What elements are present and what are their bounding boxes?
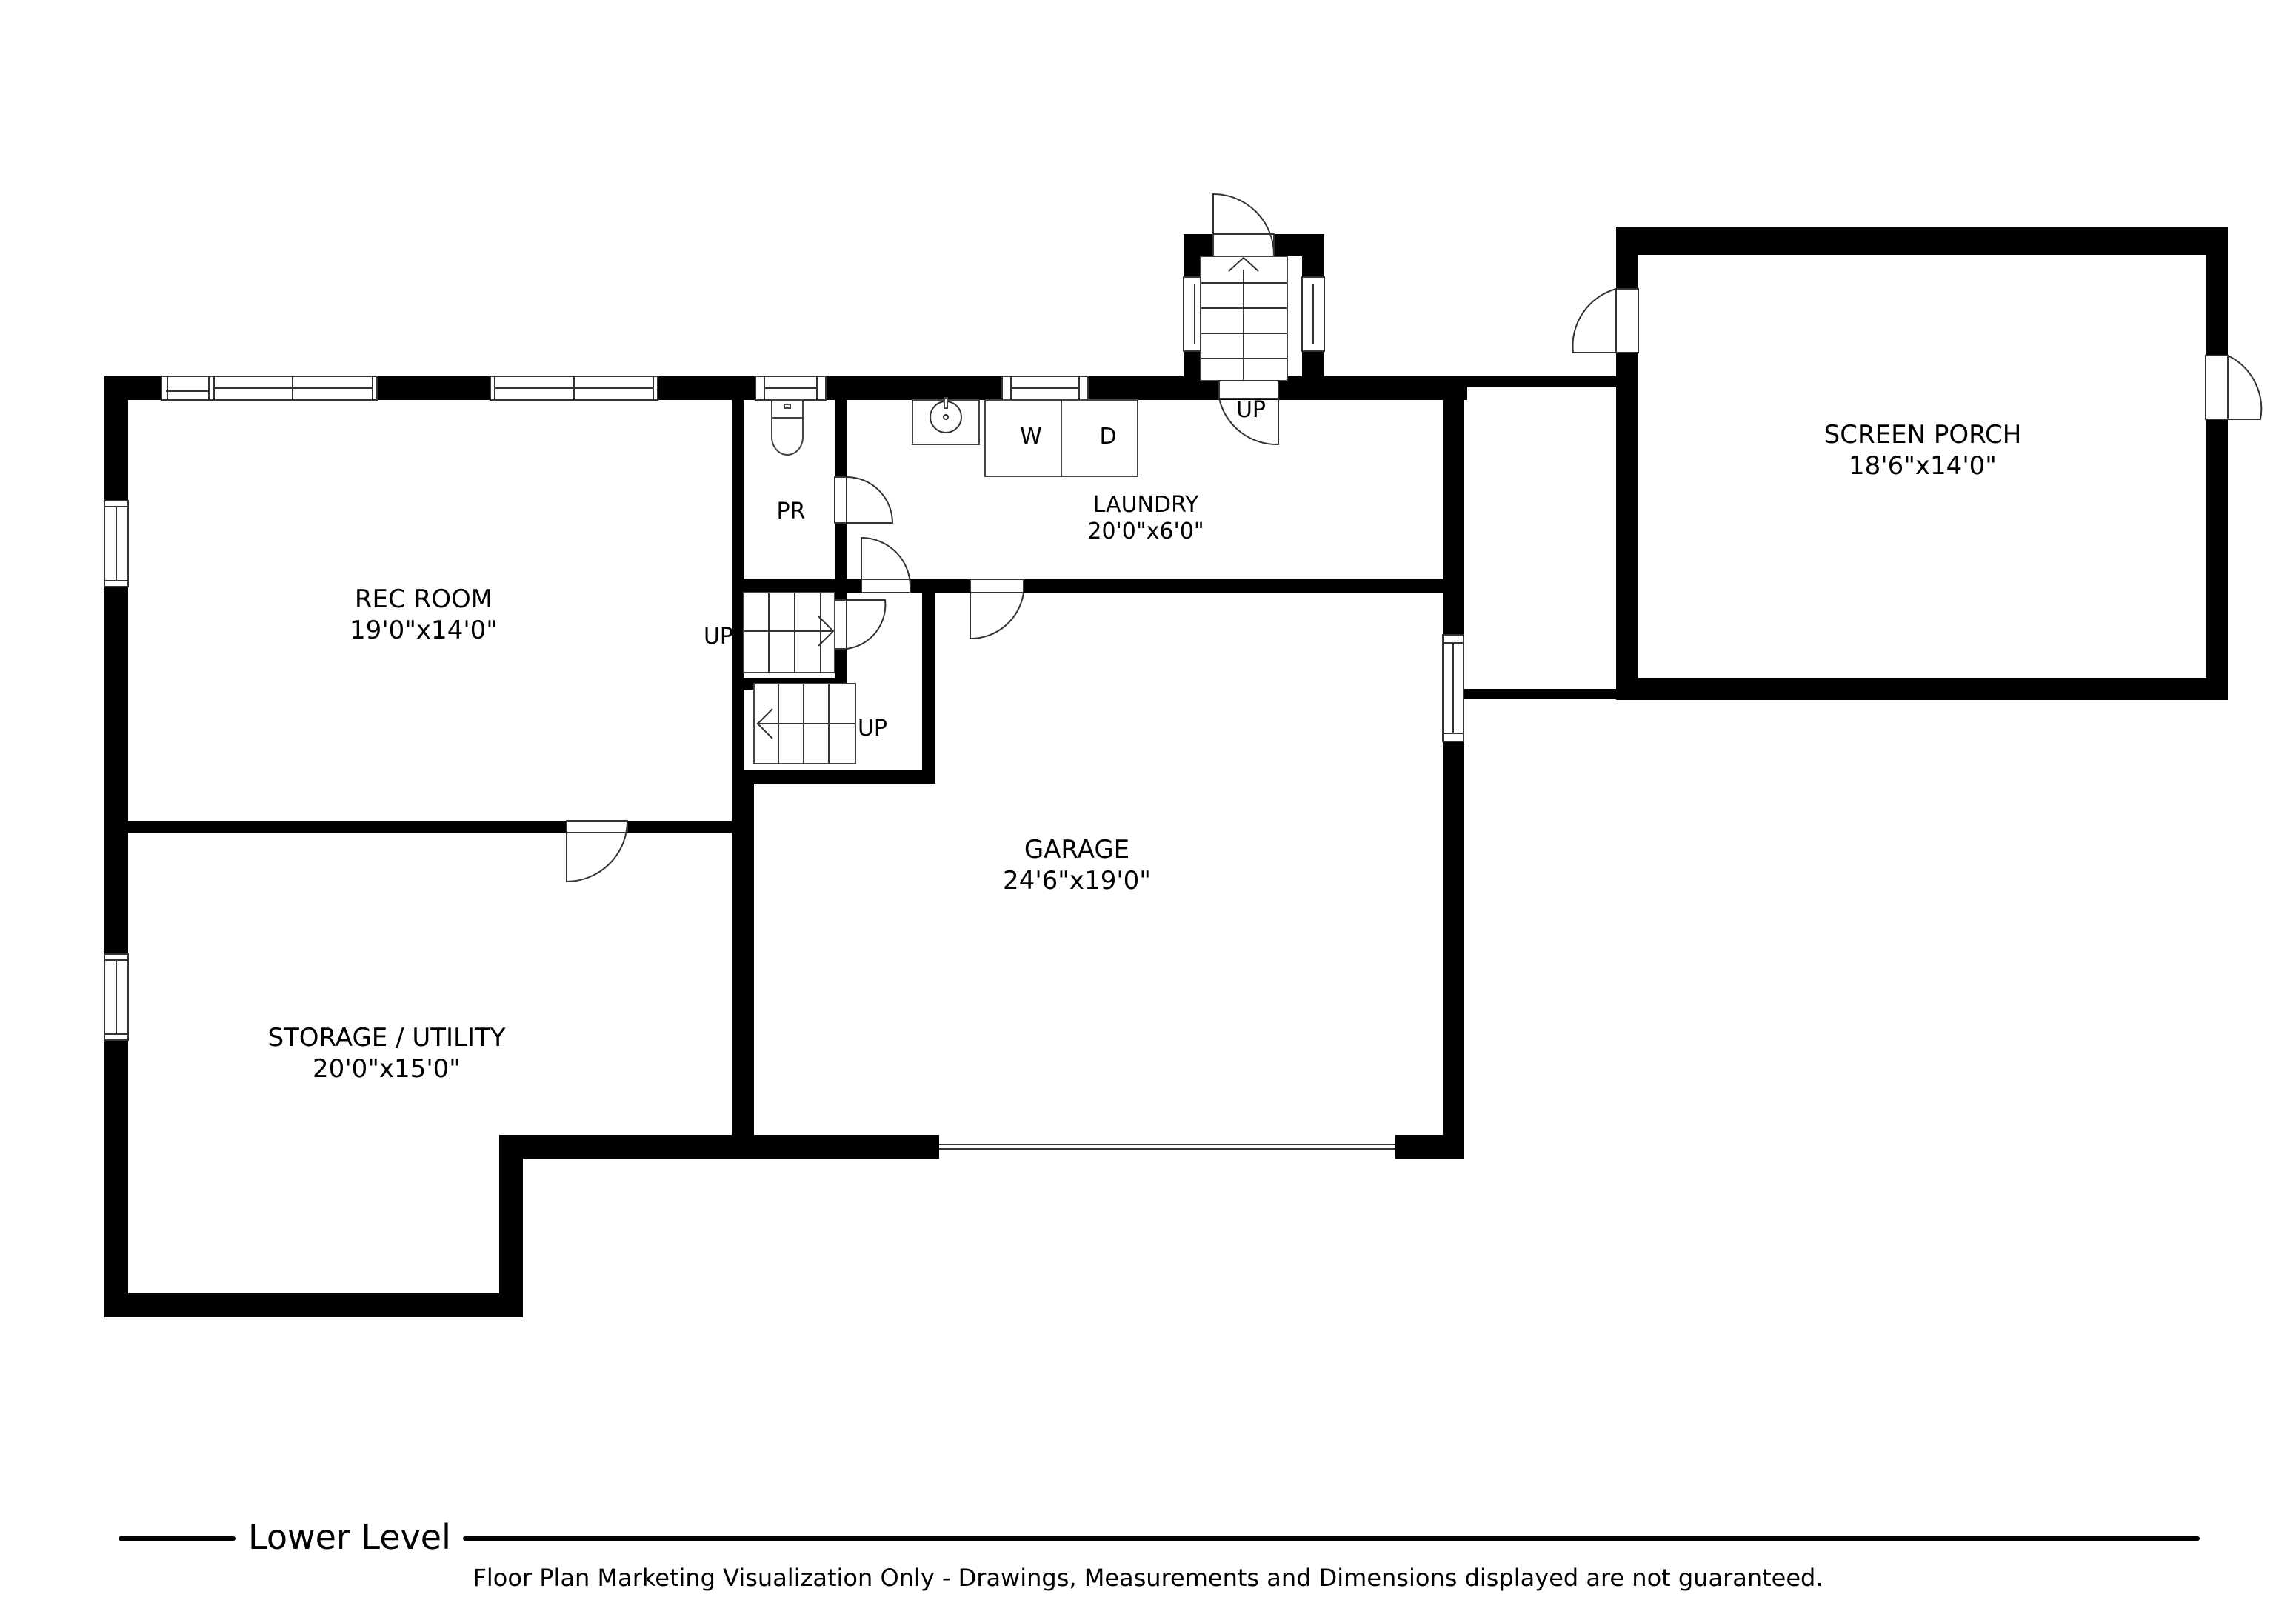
room-name: SCREEN PORCH xyxy=(1823,420,2022,450)
door-icon xyxy=(834,599,887,650)
windows xyxy=(104,276,1464,1152)
room-name: STORAGE / UTILITY xyxy=(267,1023,506,1053)
door-icon xyxy=(970,579,1024,640)
garage-door-icon xyxy=(939,1142,1395,1152)
fixtures xyxy=(771,397,1138,477)
door-icon xyxy=(834,476,894,524)
window-icon xyxy=(490,376,658,401)
window-icon xyxy=(1001,376,1089,401)
stairs xyxy=(743,256,1288,764)
room-name: REC ROOM xyxy=(354,584,493,614)
toilet-icon xyxy=(771,399,804,456)
washer-label: W xyxy=(1020,424,1042,450)
window-icon xyxy=(1442,634,1464,742)
window-icon xyxy=(209,376,378,401)
door-icon xyxy=(566,820,628,883)
rec-stair-icon xyxy=(743,592,835,673)
window-icon xyxy=(755,376,827,401)
window-icon xyxy=(104,500,129,587)
stair-up-label-lower: UP xyxy=(857,716,888,741)
title-rule-left xyxy=(119,1536,236,1541)
room-label-garage: GARAGE 24'6"x19'0" xyxy=(1003,834,1151,896)
stair-up-label-exterior: UP xyxy=(1235,397,1267,423)
room-name: PR xyxy=(776,499,806,524)
dryer-label: D xyxy=(1099,424,1117,450)
exterior-stair-icon xyxy=(1200,256,1288,399)
room-label-storage-utility: STORAGE / UTILITY 20'0"x15'0" xyxy=(267,1022,505,1084)
sink-icon xyxy=(912,397,980,445)
washer-icon xyxy=(984,399,1062,477)
room-name: GARAGE xyxy=(1024,835,1130,864)
stair-up-label-rec: UP xyxy=(703,624,734,650)
doors xyxy=(566,193,2263,883)
dryer-icon xyxy=(1061,399,1138,477)
door-icon xyxy=(1212,193,1275,257)
lower-stair-icon xyxy=(753,683,856,764)
room-label-powder-room: PR xyxy=(777,499,806,525)
window-icon xyxy=(104,953,129,1041)
door-icon xyxy=(861,536,911,593)
room-dimensions: 18'6"x14'0" xyxy=(1849,451,1997,481)
window-icon xyxy=(1301,276,1325,352)
disclaimer-text: Floor Plan Marketing Visualization Only … xyxy=(473,1564,1823,1592)
level-title: Lower Level xyxy=(248,1517,451,1557)
door-icon xyxy=(2205,355,2263,420)
room-dimensions: 24'6"x19'0" xyxy=(1003,866,1151,896)
room-label-screen-porch: SCREEN PORCH 18'6"x14'0" xyxy=(1824,419,2022,481)
title-rule-right xyxy=(463,1536,2200,1541)
door-icon xyxy=(1572,288,1639,353)
walls xyxy=(104,227,2228,1317)
room-dimensions: 19'0"x14'0" xyxy=(350,616,498,645)
room-dimensions: 20'0"x6'0" xyxy=(1087,519,1204,544)
room-label-laundry: LAUNDRY 20'0"x6'0" xyxy=(1087,492,1204,545)
room-label-rec-room: REC ROOM 19'0"x14'0" xyxy=(350,584,498,646)
room-dimensions: 20'0"x15'0" xyxy=(313,1054,461,1084)
room-name: LAUNDRY xyxy=(1092,492,1199,518)
